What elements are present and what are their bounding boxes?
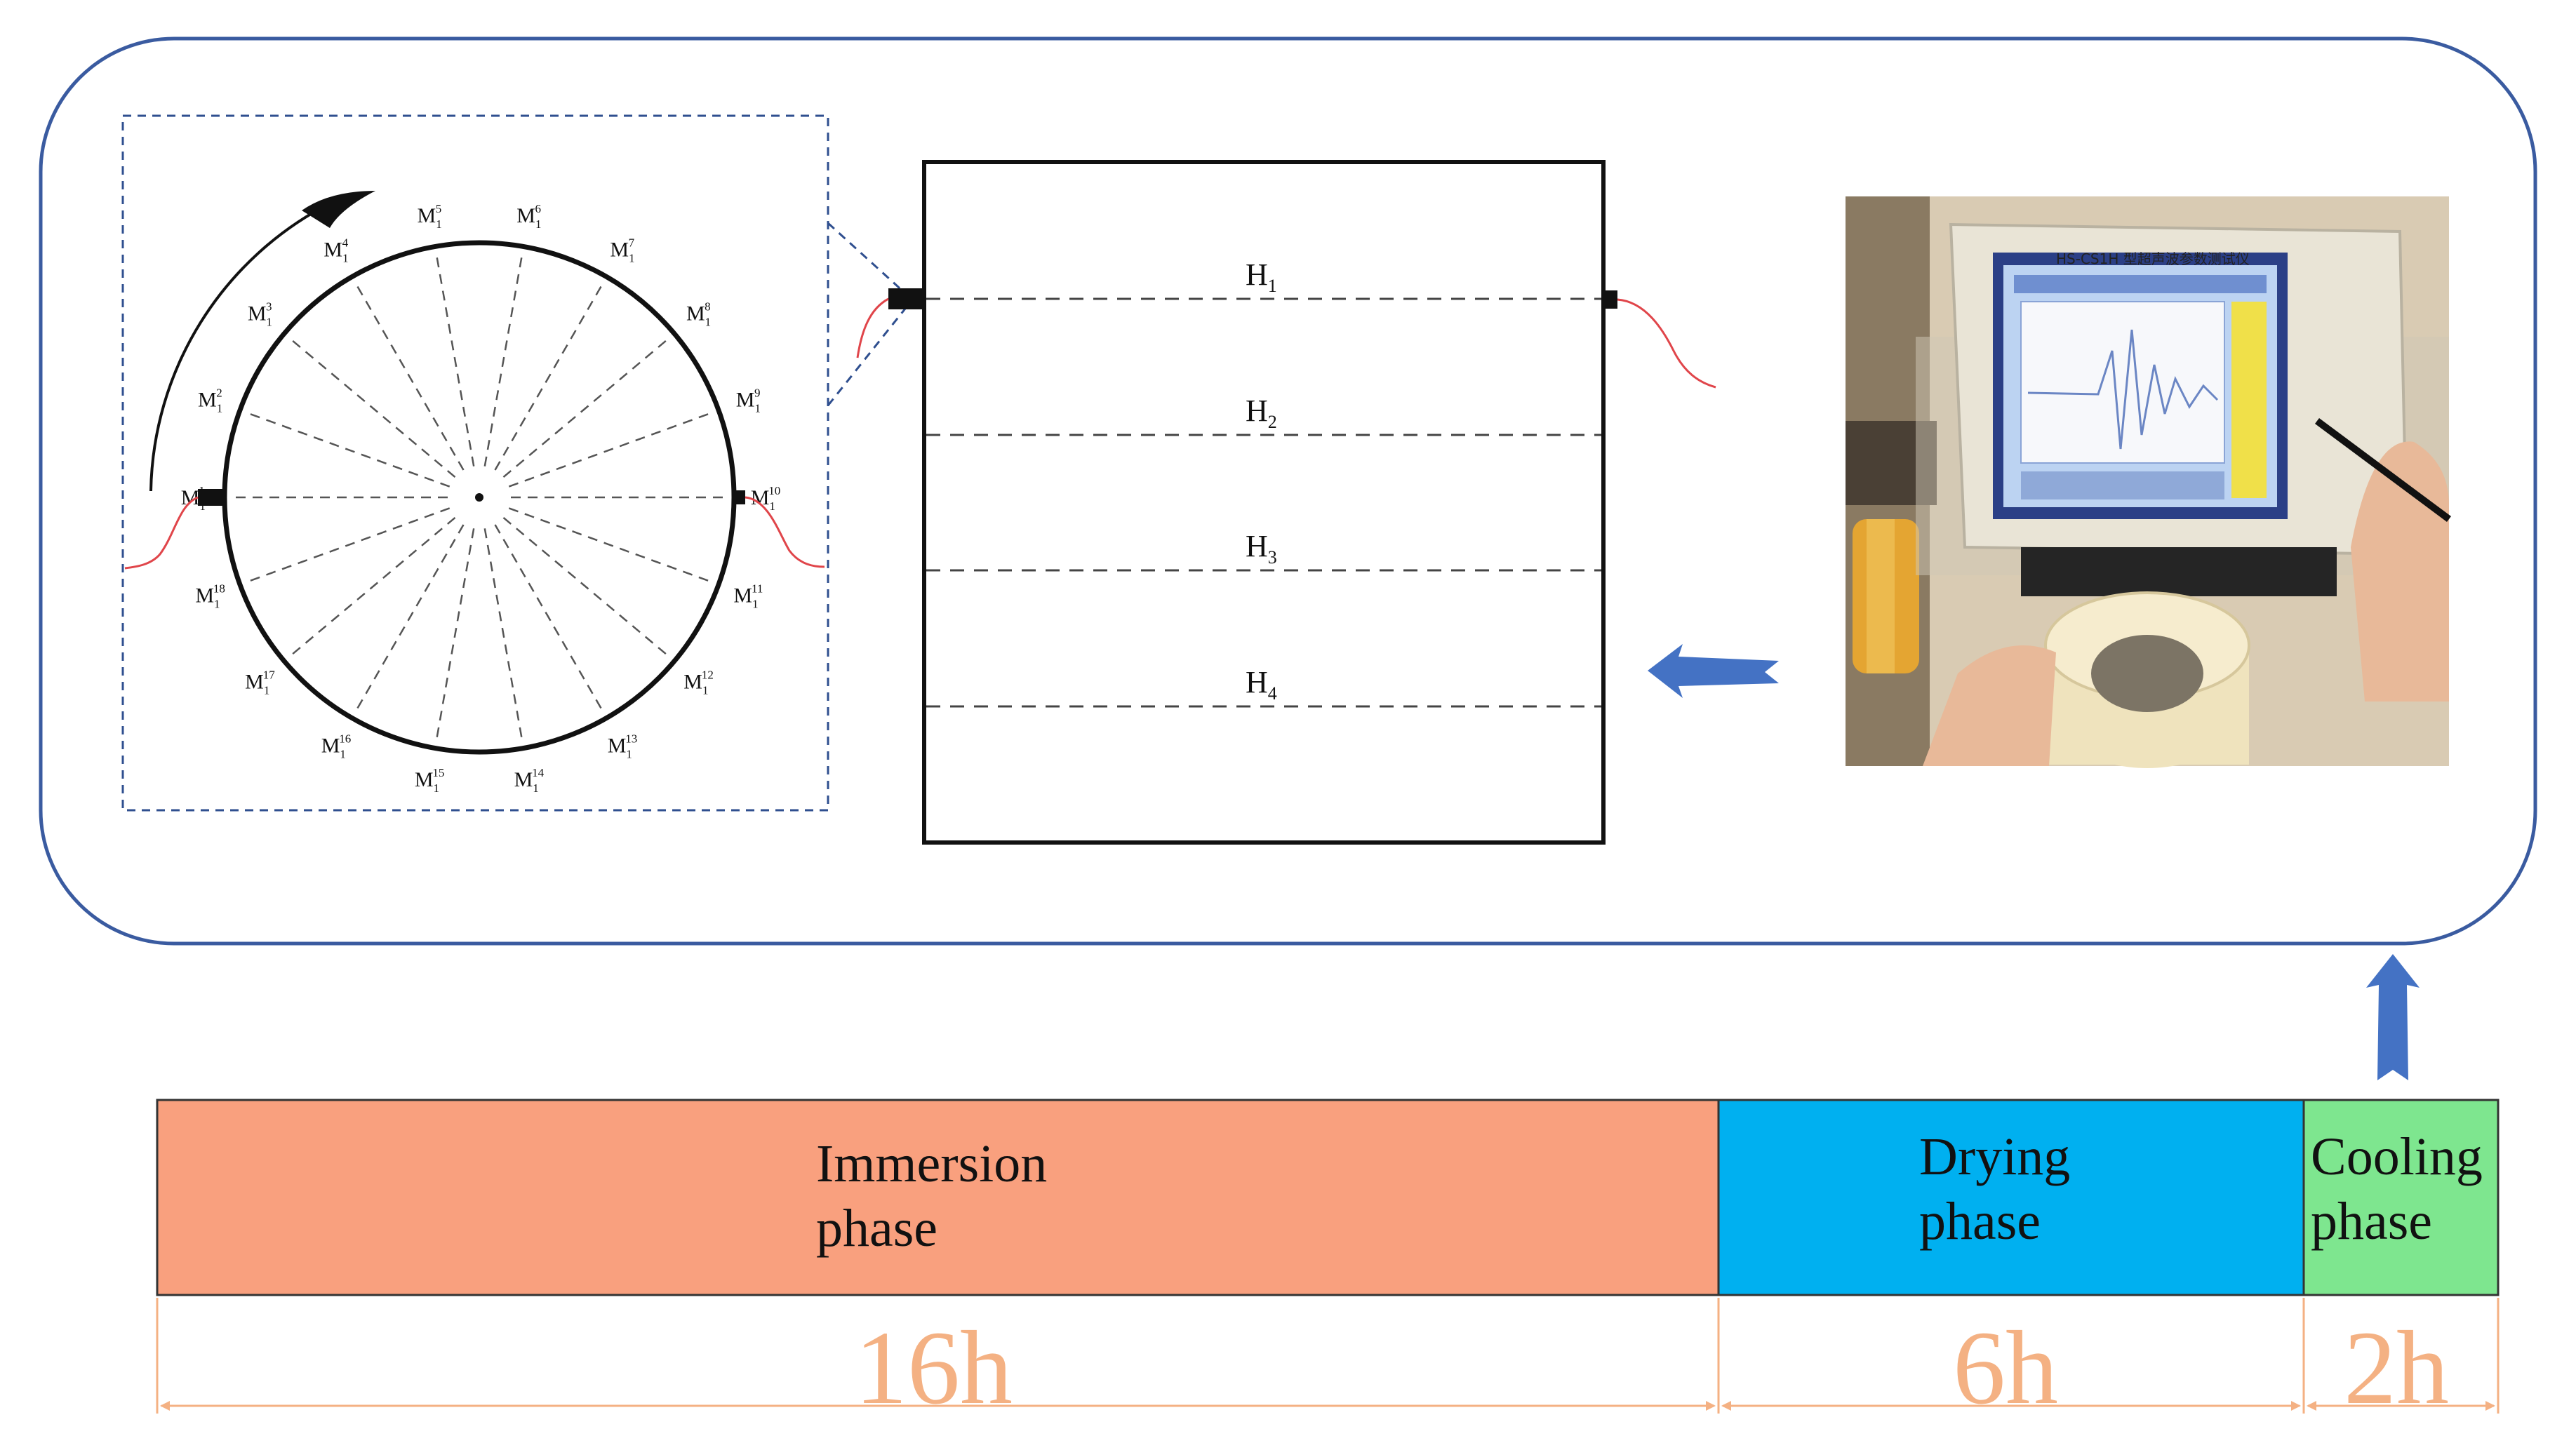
- radial-path-line: [502, 516, 672, 659]
- section-line-label: H3: [1246, 529, 1277, 568]
- drying-phase-label: Drying phase: [1919, 1127, 2071, 1251]
- measuring-point-label: M12: [198, 386, 222, 415]
- measuring-point-label: M19: [736, 386, 761, 415]
- measuring-point-label: M16: [516, 202, 541, 231]
- radial-path-line: [483, 250, 524, 467]
- radial-path-line: [508, 410, 715, 488]
- measuring-point-label: M118: [195, 582, 225, 611]
- measuring-point-label: M116: [321, 732, 352, 760]
- radial-path-line: [508, 507, 715, 584]
- circular-cross-section: M11M12M13M14M15M16M17M18M19M110M111M112M…: [124, 202, 825, 795]
- cooling-phase-label: Cooling phase: [2311, 1127, 2483, 1251]
- immersion-duration: 16h: [855, 1310, 1013, 1426]
- cross-section-detail-box: [121, 114, 829, 812]
- center-point: [475, 493, 483, 502]
- measuring-point-label: M110: [751, 484, 781, 513]
- measuring-point-label: M17: [610, 236, 634, 265]
- section-line-label: H4: [1246, 665, 1277, 704]
- specimen-side-view: [922, 160, 1606, 845]
- cooling-phase-block: [2302, 1099, 2500, 1296]
- up-arrow-icon: [2366, 954, 2420, 1080]
- measuring-point-label: M15: [418, 202, 442, 231]
- ultrasonic-tester-photo: HS-CS1H 型超声波参数测试仪: [1846, 196, 2451, 768]
- radial-path-line: [243, 507, 451, 584]
- measuring-point-label: M115: [415, 766, 445, 795]
- radial-path-line: [502, 335, 672, 478]
- measuring-point-label: M114: [514, 766, 545, 795]
- transducer-left: [888, 288, 925, 309]
- circle-transducer-left-wire: [124, 496, 199, 570]
- radial-path-line: [483, 528, 524, 744]
- radial-path-line: [434, 250, 475, 467]
- left-arrow-icon: [1648, 644, 1779, 698]
- measuring-point-label: M113: [608, 732, 638, 760]
- measuring-point-label: M112: [683, 668, 714, 697]
- section-line-label: H1: [1246, 257, 1277, 296]
- radial-path-line: [243, 410, 451, 488]
- section-line-label: H2: [1246, 394, 1277, 432]
- drying-phase-block: [1717, 1099, 2305, 1296]
- callout-line-top: [827, 222, 907, 295]
- circle-transducer-left: [198, 489, 226, 506]
- rotation-arrow: [149, 202, 331, 492]
- transducer-right-wire: [1617, 298, 1716, 389]
- rotation-arrowhead: [302, 191, 375, 228]
- measuring-point-label: M13: [248, 300, 272, 329]
- tester-screen-title: HS-CS1H 型超声波参数测试仪: [2056, 250, 2250, 267]
- measuring-point-label: M14: [323, 236, 348, 265]
- measuring-point-label: M111: [733, 582, 763, 611]
- duration-dimension-lines: [156, 1298, 2500, 1414]
- radial-path-line: [286, 335, 456, 478]
- measuring-point-label: M117: [245, 668, 275, 697]
- radial-path-line: [353, 280, 465, 471]
- test-setup-frame: [39, 36, 2537, 946]
- circle-transducer-right: [734, 490, 745, 504]
- cooling-duration: 2h: [2344, 1310, 2449, 1426]
- radial-path-line: [353, 524, 465, 715]
- callout-line-bottom: [827, 308, 907, 406]
- transducer-left-wire: [856, 297, 889, 358]
- immersion-phase-block: [156, 1099, 1720, 1296]
- radial-path-line: [434, 528, 475, 744]
- drying-duration: 6h: [1953, 1310, 2058, 1426]
- radial-path-line: [494, 524, 606, 715]
- radial-path-line: [286, 516, 456, 659]
- circle-transducer-right-wire: [745, 496, 825, 568]
- immersion-phase-label: Immersion phase: [816, 1134, 1048, 1258]
- measuring-point-label: M18: [686, 300, 711, 329]
- radial-path-line: [494, 280, 606, 471]
- transducer-right: [1603, 290, 1617, 309]
